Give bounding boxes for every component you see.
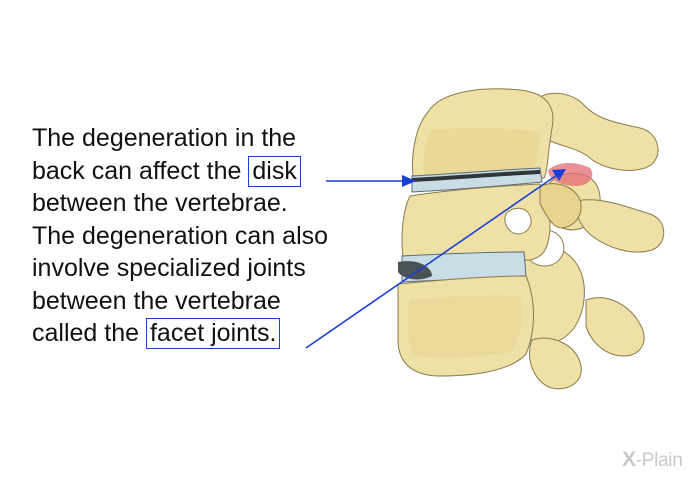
caption-line: between the vertebrae. bbox=[32, 189, 288, 217]
caption-text-span: back can affect the bbox=[32, 156, 249, 185]
disk-term-box: disk bbox=[248, 155, 301, 187]
arrow-head-icon bbox=[552, 169, 566, 181]
caption-line: involve specialized joints bbox=[32, 254, 306, 282]
caption-line: The degeneration can also bbox=[32, 221, 329, 250]
upper-vertebra bbox=[412, 88, 554, 185]
arrow-head-icon bbox=[402, 175, 416, 187]
caption-line: between the vertebrae bbox=[32, 286, 281, 315]
pointer-lines bbox=[305, 169, 566, 349]
caption-line: called the facet joints. bbox=[32, 317, 377, 350]
caption-line: back can affect the disk bbox=[32, 155, 377, 188]
logo-mark: X bbox=[622, 448, 636, 471]
caption-text: The degeneration in the back can affect … bbox=[32, 122, 377, 350]
logo-name: -Plain bbox=[635, 450, 683, 471]
caption-line: The degeneration in the bbox=[32, 124, 297, 152]
x-plain-logo-icon: X-Plain bbox=[622, 448, 683, 472]
caption-text-span: called the bbox=[32, 319, 146, 347]
facet-pointer-line bbox=[305, 174, 558, 349]
lower-vertebra bbox=[397, 275, 534, 377]
facet-joints-term-box: facet joints. bbox=[145, 318, 281, 349]
